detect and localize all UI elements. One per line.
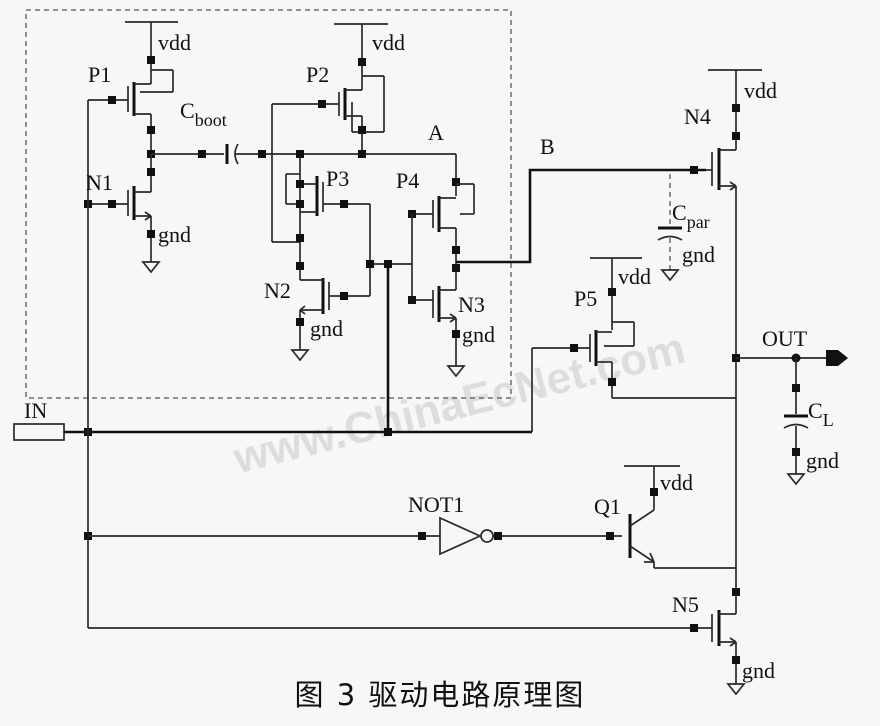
label-out: OUT [762,326,808,351]
capacitor-c-par [657,174,683,282]
label-gnd-n2: gnd [310,316,343,341]
label-c-par: Cpar [672,200,710,232]
figure-caption: 图 3 驱动电路原理图 [294,678,586,712]
driver-enclosure [25,9,512,399]
label-q1: Q1 [594,494,621,519]
transistor-n4 [690,69,762,568]
label-not1: NOT1 [408,492,464,517]
transistor-n5 [88,568,746,696]
label-node-b: B [540,134,555,159]
label-n4: N4 [684,104,711,129]
transistor-p2 [271,23,388,243]
label-p2: P2 [306,62,329,87]
label-n2: N2 [264,278,291,303]
label-vdd-q1: vdd [660,470,693,495]
label-p3: P3 [326,166,349,191]
label-n3: N3 [458,292,485,317]
label-p5: P5 [574,286,597,311]
transistor-p5 [532,257,736,399]
label-node-a: A [428,120,444,145]
label-n1: N1 [86,170,113,195]
label-c-boot: Cboot [180,98,227,130]
label-vdd-n4: vdd [744,78,777,103]
label-p1: P1 [88,62,111,87]
label-gnd-cl: gnd [806,448,839,473]
label-vdd-p2: vdd [372,30,405,55]
inverter-not1 [88,516,622,556]
watermark: www.ChinaEcNet.com [228,324,690,484]
label-gnd-cpar: gnd [682,242,715,267]
transistor-p4 [408,154,475,300]
label-n5: N5 [672,592,699,617]
capacitor-c-boot [151,143,300,165]
transistor-p3 [285,173,371,296]
transistor-n2 [290,242,370,362]
label-in: IN [24,398,47,423]
transistor-q1 [624,465,736,569]
label-gnd-n1: gnd [158,222,191,247]
label-p4: P4 [396,168,419,193]
label-gnd-n3: gnd [462,322,495,347]
transistor-n3 [408,286,466,378]
label-vdd-p1: vdd [158,30,191,55]
node-b-wire [456,168,706,264]
label-c-l: CL [808,398,834,430]
capacitor-c-l [783,358,809,486]
output-node [732,350,848,366]
label-gnd-n5: gnd [742,658,775,683]
label-vdd-p5: vdd [618,264,651,289]
